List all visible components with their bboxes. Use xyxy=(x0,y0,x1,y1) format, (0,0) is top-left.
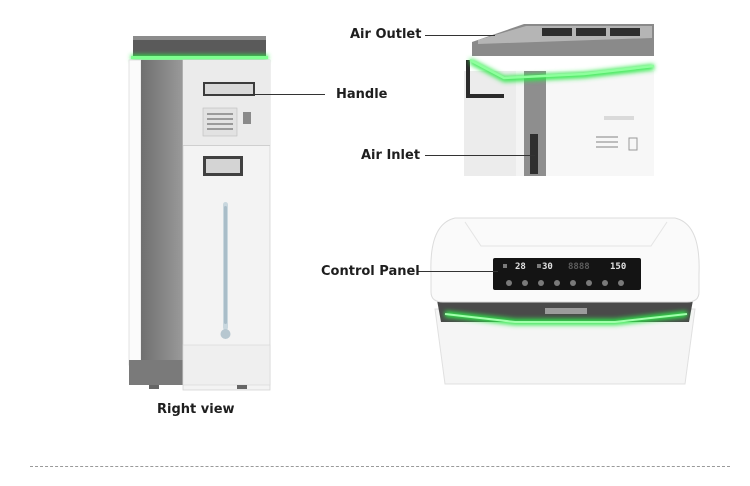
display-readout-2: 30 xyxy=(542,262,553,272)
purifier-top-closeup-image xyxy=(464,24,655,176)
air-outlet-leader-line xyxy=(425,35,495,36)
control-panel-label: Control Panel xyxy=(321,264,420,279)
handle-label: Handle xyxy=(336,87,388,102)
display-readout-4: 150 xyxy=(610,262,627,272)
air-inlet-label: Air Inlet xyxy=(361,148,421,163)
handle-leader-line xyxy=(250,94,325,95)
air-outlet-label: Air Outlet xyxy=(350,27,422,42)
dashed-divider xyxy=(30,466,730,467)
purifier-right-view-image xyxy=(128,36,271,391)
air-inlet-leader-line xyxy=(425,155,535,156)
display-readout-3: 8888 xyxy=(568,262,590,272)
right-view-caption: Right view xyxy=(157,402,235,417)
purifier-control-closeup-image xyxy=(430,217,700,385)
control-panel-leader-line xyxy=(418,271,498,272)
display-readout-1: 28 xyxy=(515,262,526,272)
